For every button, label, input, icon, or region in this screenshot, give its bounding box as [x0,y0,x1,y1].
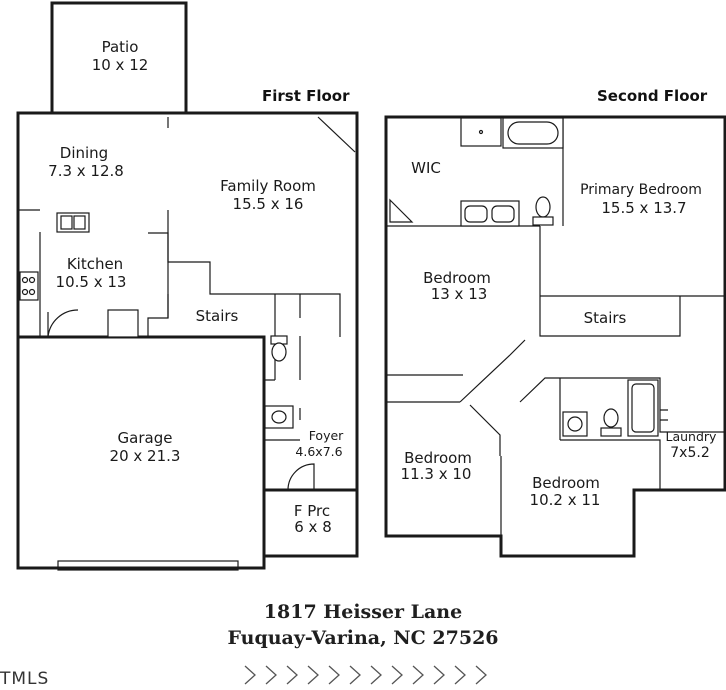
family-room-partition [167,117,341,337]
vanity-basin [464,205,488,223]
primary-bedroom-dims: 15.5 x 13.7 [601,199,686,217]
family-room-dims: 15.5 x 16 [233,195,304,213]
first-floor-stairs-label: Stairs [196,307,239,325]
stove-burner [28,276,36,284]
foyer-wall [264,408,301,441]
bedroom-13x13-dims: 13 x 13 [431,285,488,303]
mls-logo: TMLS [0,669,50,689]
stove [19,271,39,301]
stove-burner [21,288,29,296]
hall-bath-tub [627,379,659,437]
laundry-door [660,409,668,421]
patio-dims: 10 x 12 [92,56,149,74]
second-floor-stairs-label: Stairs [584,309,627,327]
hall-bath-toilet-bowl [603,408,619,428]
kitchen-sink-basin [60,215,73,230]
bedroom-11x10-label: Bedroom [404,449,472,467]
hall-bath-sink [562,411,588,437]
patio-label: Patio [102,38,139,56]
kitchen-sink-basin-2 [73,215,86,230]
kitchen-dims: 10.5 x 13 [56,273,127,291]
laundry-label: Laundry [666,429,718,444]
hall-bath-sink-basin [567,416,583,432]
bedroom-11x10-dims: 11.3 x 10 [401,465,472,483]
hall-bath-tub-basin [631,383,655,433]
refrigerator [107,309,139,338]
bedroom-10x11-dims: 10.2 x 11 [530,491,601,509]
foyer-label: Foyer [309,428,344,443]
bathtub-basin [507,121,559,145]
front-porch-label: F Prc [294,502,330,520]
garage-dims: 20 x 21.3 [110,447,181,465]
garage-door-swing [47,309,79,338]
second-floor-exterior-wall [384,115,726,558]
laundry-dims: 7x5.2 [670,445,709,461]
primary-toilet-bowl [535,196,551,218]
toilet-bowl [271,342,287,362]
address-city: Fuquay-Varina, NC 27526 [227,627,499,649]
wic-shelf [389,198,414,223]
chevron-strip-icon [244,665,487,685]
first-floor-title: First Floor [262,87,350,105]
hall-bath-toilet-tank [600,427,622,437]
bedroom-10x11-label: Bedroom [532,474,600,492]
powder-sink-basin [271,410,287,424]
shower [460,117,502,147]
powder-sink [264,405,294,429]
second-floor-title: Second Floor [597,87,708,105]
primary-bedroom-label: Primary Bedroom [580,182,702,198]
primary-toilet-tank [532,216,554,226]
garage-wall [18,335,266,490]
front-porch-dims: 6 x 8 [294,518,332,536]
wic-label: WIC [411,159,441,177]
stove-burner [21,276,29,284]
floor-plan: First Floor [16,1,726,571]
dining-dims: 7.3 x 12.8 [48,162,124,180]
bedroom-13x13-label: Bedroom [423,269,491,287]
second-floor-plan: Second Floor WIC Primary Bedroom 15.5 x … [384,87,726,558]
first-floor-plan: First Floor [16,1,359,571]
family-room-label: Family Room [220,177,316,195]
garage-door [57,560,239,571]
dining-label: Dining [60,144,108,162]
garage-label: Garage [118,429,173,447]
fireplace-corner [317,116,356,153]
shower-drain [478,129,484,135]
stove-burner [28,288,36,296]
vanity-basin-2 [491,205,515,223]
foyer-dims: 4.6x7.6 [295,444,342,459]
front-porch-outline [262,490,359,558]
front-door-swing [287,463,315,491]
kitchen-label: Kitchen [67,255,123,273]
address-street: 1817 Heisser Lane [263,601,463,623]
